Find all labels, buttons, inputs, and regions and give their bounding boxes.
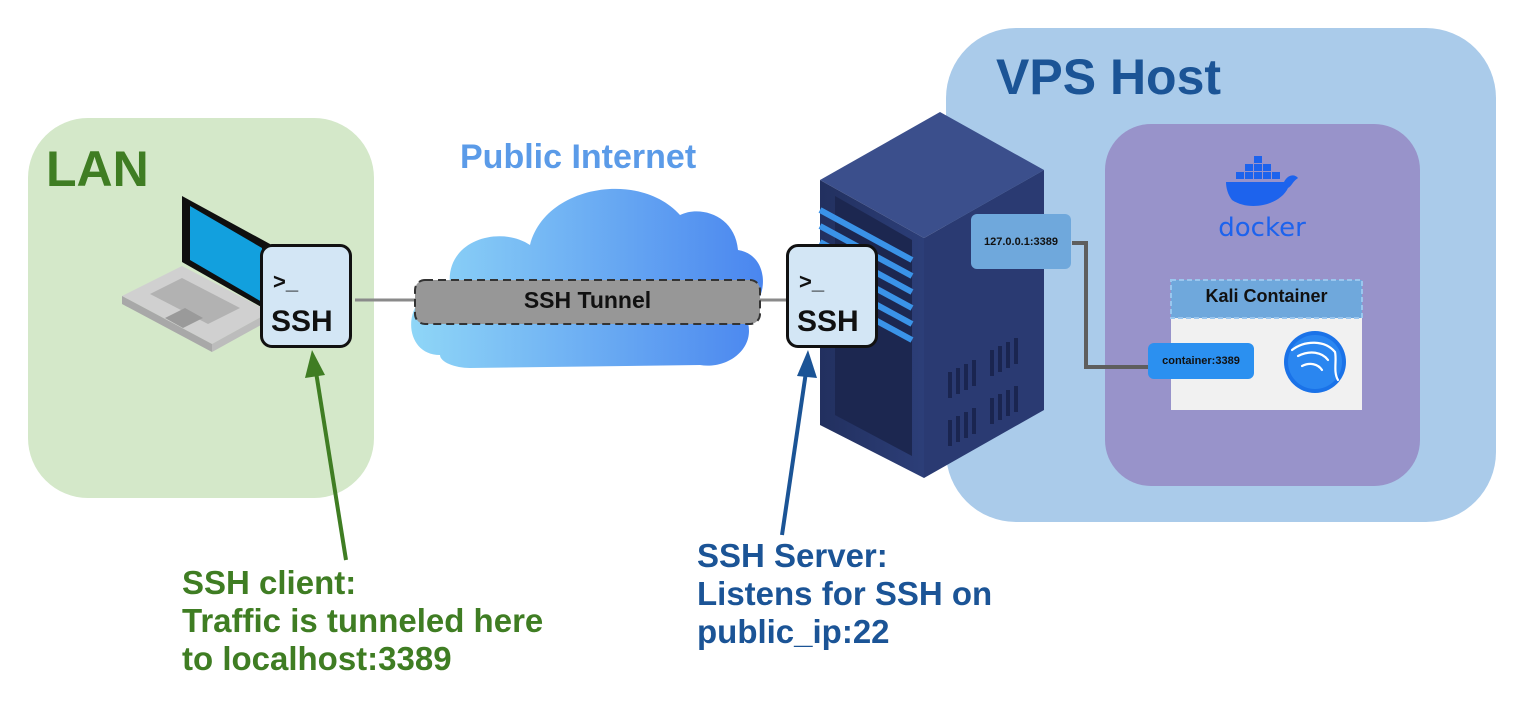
kali-dragon-icon (1284, 331, 1346, 393)
docker-whale-icon (1226, 156, 1298, 207)
caption-line: SSH Server: (697, 537, 888, 574)
terminal-icon: >_ (273, 269, 299, 294)
ssh-client-box: >_ SSH (260, 244, 352, 348)
cloud-icon (411, 188, 763, 368)
client-callout-arrow (305, 350, 348, 561)
caption-line: SSH client: (182, 564, 357, 601)
ssh-client-label: SSH (271, 305, 333, 338)
public-internet-title: Public Internet (460, 138, 697, 176)
caption-line: to localhost:3389 (182, 640, 452, 677)
caption-line: Listens for SSH on (697, 575, 993, 612)
ssh-server-caption: SSH Server: Listens for SSH on public_ip… (697, 537, 992, 651)
caption-line: public_ip:22 (697, 613, 890, 650)
vps-host-title: VPS Host (996, 49, 1222, 105)
server-callout-arrow (780, 350, 817, 536)
caption-line: Traffic is tunneled here (182, 602, 544, 639)
ssh-server-box: >_ SSH (786, 244, 878, 348)
container-port-chip: container:3389 (1148, 343, 1254, 379)
loopback-port-chip: 127.0.0.1:3389 (971, 214, 1071, 269)
ssh-tunnel-label: SSH Tunnel (523, 287, 652, 313)
lan-title: LAN (46, 141, 149, 197)
ssh-server-label: SSH (797, 305, 859, 338)
ssh-tunnel-pipe (414, 279, 761, 325)
loopback-to-container-link (1072, 241, 1150, 369)
kali-container-title: Kali Container (1205, 286, 1328, 306)
ssh-client-caption: SSH client: Traffic is tunneled here to … (182, 564, 543, 678)
laptop-icon (122, 196, 270, 352)
terminal-icon: >_ (799, 269, 825, 294)
docker-logo-text: docker (1218, 213, 1306, 243)
